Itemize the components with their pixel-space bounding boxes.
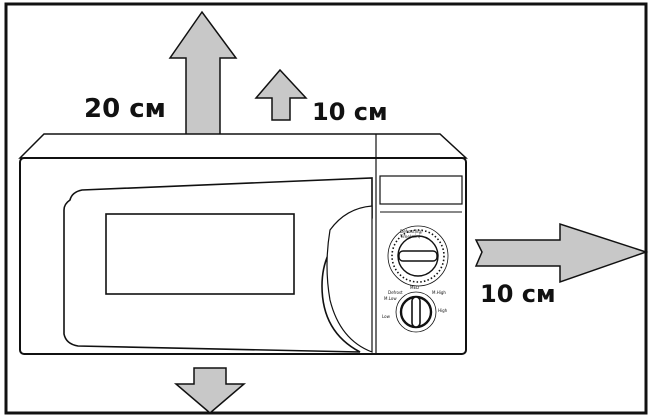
timer-caption-line1: Defrost(kg) [400, 229, 423, 234]
label-side-clearance: 10 см [480, 280, 556, 308]
door-bezel [326, 205, 373, 353]
arrow-up-small [254, 68, 308, 121]
power-label-mhigh: M.High [432, 290, 446, 295]
power-label-low: Low [382, 314, 391, 319]
arrow-down [173, 367, 247, 414]
microwave-top [18, 133, 468, 159]
timer-caption-line2: Time(min) [399, 234, 421, 239]
arrow-up-large [168, 10, 238, 153]
power-label-med: MED [410, 285, 419, 290]
label-rear-clearance: 10 см [312, 98, 388, 126]
frame-border [4, 2, 648, 415]
power-label-mlow: M.Low [384, 296, 397, 301]
power-label-high: High [438, 308, 448, 313]
arrow-right [474, 222, 649, 284]
timer-dial[interactable]: Defrost(kg) Time(min) [387, 225, 449, 287]
door-window [105, 213, 295, 295]
power-label-defrost: Defrost [388, 290, 403, 295]
power-dial[interactable]: Defrost M.Low Low MED M.High High [382, 285, 448, 333]
display-window [379, 175, 463, 205]
label-top-clearance: 20 см [84, 94, 166, 124]
